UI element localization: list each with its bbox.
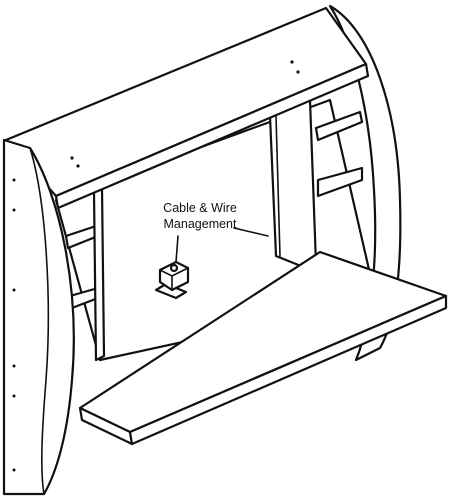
- dowel-hole: [296, 70, 300, 74]
- left-inner-divider: [92, 186, 106, 362]
- side-hole: [12, 178, 16, 182]
- cable-wire-management-label: Cable & Wire Management: [150, 200, 250, 232]
- cable-grommet-hole-icon: [169, 263, 179, 273]
- side-hole: [12, 208, 16, 212]
- dowel-hole: [76, 164, 80, 168]
- right-side-panel: [328, 4, 402, 362]
- side-hole: [12, 468, 16, 472]
- cable-grommet-bracket: [154, 282, 188, 300]
- cable-grommet-top: [159, 267, 189, 291]
- center-divider-edge: [275, 115, 281, 257]
- hutch-top-shelf-front: [54, 62, 370, 210]
- side-hole: [12, 288, 16, 292]
- callout-line-1: Cable & Wire: [163, 201, 237, 215]
- dowel-hole: [290, 60, 294, 64]
- callout-leader-line-grommet: [175, 235, 179, 263]
- side-hole: [12, 394, 16, 398]
- desk-surface-side-edge: [128, 294, 448, 446]
- callout-line-2: Management: [163, 217, 237, 231]
- side-hole: [12, 364, 16, 368]
- left-side-panel-edge: [29, 147, 50, 495]
- dowel-hole: [70, 156, 74, 160]
- callout-leader-line: [233, 227, 269, 237]
- left-side-panel: [2, 138, 75, 496]
- right-shelf-middle: [316, 166, 364, 198]
- right-shelf-top: [314, 110, 364, 142]
